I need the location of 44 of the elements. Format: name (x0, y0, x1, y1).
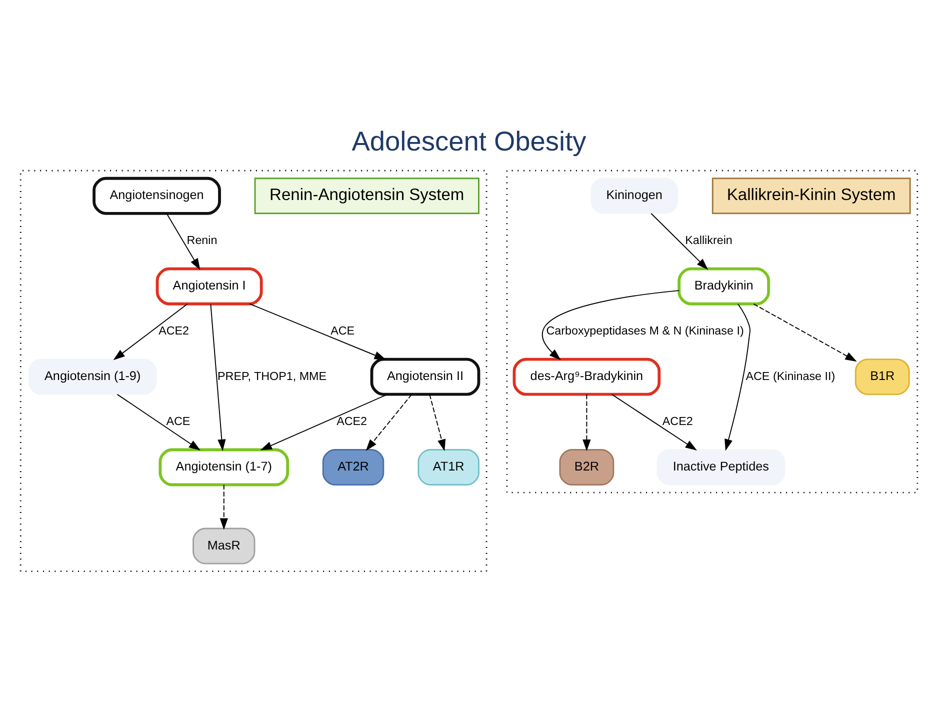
arrow (260, 393, 388, 450)
node-box: MasR (192, 527, 256, 564)
node-box: Angiotensin II (370, 357, 480, 396)
node-box: Angiotensin I (156, 266, 263, 305)
node-box: AT1R (418, 448, 480, 485)
arrow (753, 302, 857, 362)
arrow (724, 302, 750, 450)
cluster (20, 169, 488, 572)
edge-label: ACE (166, 414, 190, 428)
node-box: B2R (559, 448, 614, 485)
arrow (582, 393, 591, 451)
node-box: B1R (854, 358, 910, 395)
node-box: Renin-Angiotensin System (254, 177, 480, 214)
arrow (366, 393, 412, 450)
arrow (650, 212, 708, 270)
edge-label: Carboxypeptidases M & N (Kininase I) (546, 324, 744, 338)
cluster (506, 169, 918, 493)
arrow (542, 290, 680, 360)
node-box: AT2R (322, 448, 384, 485)
edge-label: ACE2 (662, 414, 693, 428)
diagram-title: Adolescent Obesity (352, 125, 586, 156)
arrow (220, 484, 228, 530)
node-box: Inactive Peptides (656, 448, 786, 485)
arrow (116, 393, 201, 450)
edge-label: ACE2 (336, 414, 368, 428)
arrow (429, 393, 446, 451)
node-box: Angiotensinogen (92, 176, 221, 214)
edge-label: ACE (Kininase II) (746, 369, 836, 382)
edge-label: ACE2 (158, 324, 190, 338)
node-box: Angiotensin (1-7) (158, 448, 290, 486)
node-box: Angiotensin (1-9) (28, 358, 157, 394)
edge-label: ACE (330, 324, 355, 338)
edge-label: Renin (186, 234, 218, 247)
node-box: Kallikrein-Kinin System (712, 177, 911, 214)
node-box: Bradykinin (678, 266, 770, 305)
arrow (249, 302, 386, 360)
arrow (210, 303, 226, 451)
edge-label: Kallikrein (685, 234, 732, 247)
node-box: des-Arg⁹-Bradykinin (512, 357, 661, 396)
edge-label: PREP, THOP1, MME (218, 369, 327, 382)
node-box: Kininogen (590, 177, 678, 214)
arrow (166, 212, 200, 270)
arrow (611, 393, 698, 450)
arrow (113, 302, 188, 360)
